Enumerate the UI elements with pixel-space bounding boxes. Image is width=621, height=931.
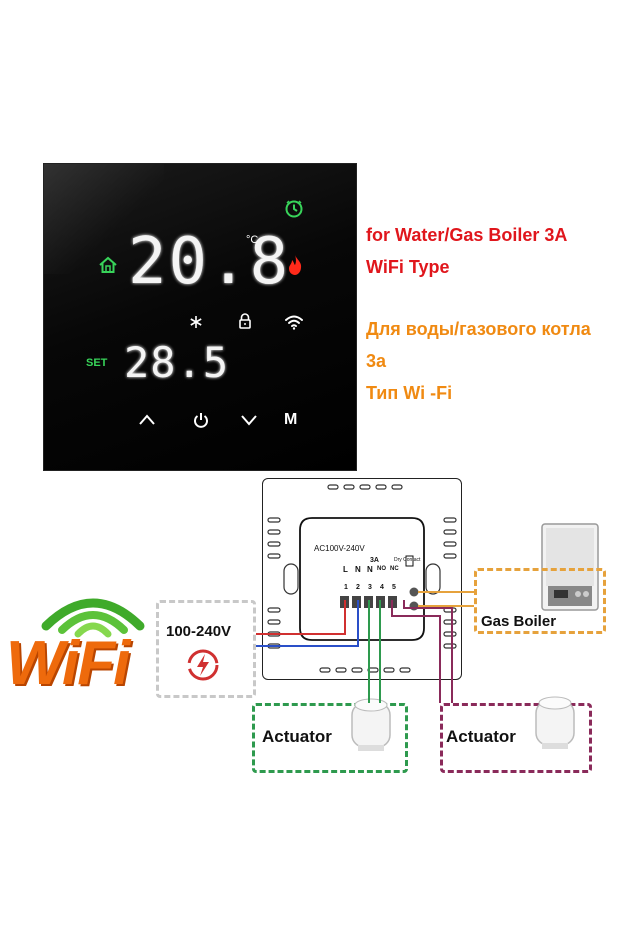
actuator-left-box <box>252 703 408 773</box>
terminal-number: 5 <box>392 584 396 591</box>
power-supply-box <box>156 600 256 698</box>
mode-button[interactable]: M <box>284 411 298 428</box>
up-arrow-icon[interactable] <box>138 413 156 427</box>
clock-icon <box>285 200 303 218</box>
temperature-unit: °C <box>246 234 259 246</box>
set-label: SET <box>86 357 108 369</box>
wifi-logo-icon <box>41 598 145 638</box>
russian-line-2: 3а <box>366 351 387 371</box>
gas-boiler-label: Gas Boiler <box>479 613 559 630</box>
relay-label: 3A <box>370 557 379 564</box>
terminal-label: N <box>367 565 373 574</box>
flame-icon <box>289 255 302 275</box>
wifi-logo-text: WiFi <box>6 629 130 698</box>
dry-contact-label: Dry Contact <box>394 557 421 563</box>
terminal-number: 3 <box>368 584 372 591</box>
actuator-left-image <box>351 698 391 751</box>
english-line-1: for Water/Gas Boiler 3A <box>366 225 568 245</box>
actuator-right-image <box>535 696 575 749</box>
set-temperature: 28.5 <box>124 338 230 387</box>
russian-line-1: Для воды/газового котла <box>366 319 591 339</box>
terminal-label: NC <box>390 566 399 572</box>
terminal-label: NO <box>377 566 386 572</box>
gas-boiler-box <box>474 568 606 634</box>
down-arrow-icon[interactable] <box>240 413 258 427</box>
russian-line-3: Тип Wi -Fi <box>366 383 453 403</box>
gas-boiler-image <box>541 523 599 611</box>
power-icon[interactable] <box>192 411 210 429</box>
lock-icon <box>239 313 251 329</box>
terminal-label: L <box>343 565 348 574</box>
actuator-right-label: Actuator <box>446 727 516 746</box>
actuator-right-box <box>440 703 592 773</box>
terminal-label: N <box>355 565 361 574</box>
glass-sheen <box>44 164 164 274</box>
terminal-number: 1 <box>344 584 348 591</box>
actuator-left-label: Actuator <box>262 727 332 746</box>
power-warning-icon <box>187 649 219 681</box>
board-voltage-label: AC100V-240V <box>314 544 365 553</box>
voltage-label: 100-240V <box>166 623 232 640</box>
wifi-icon <box>285 315 303 330</box>
english-line-2: WiFi Type <box>366 257 450 277</box>
terminal-number: 2 <box>356 584 360 591</box>
terminal-number: 4 <box>380 584 384 591</box>
current-temperature: 20.8 <box>128 225 291 299</box>
snowflake-icon <box>190 316 202 328</box>
home-icon <box>99 256 117 273</box>
